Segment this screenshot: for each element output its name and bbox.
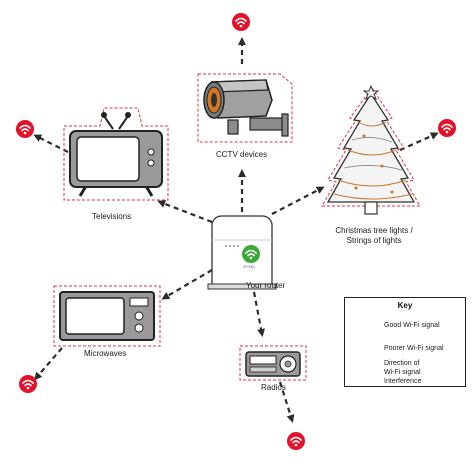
arrow-tv-to-signal	[33, 134, 69, 153]
wifi-good-icon	[241, 244, 261, 264]
key-interference-label: Interference	[384, 378, 422, 385]
wifi-poor-icon	[15, 119, 35, 139]
arrow-router-to-tree	[271, 186, 325, 215]
key-title: Key	[397, 301, 413, 310]
label-christmas-line1: Christmas tree lights /	[335, 226, 413, 235]
key-good-label: Good Wi-Fi signal	[384, 322, 440, 329]
legend-key: Key Good Wi-Fi signal Poorer Wi-Fi signa…	[344, 297, 466, 387]
label-christmas-line2: Strings of lights	[346, 236, 402, 245]
wifi-poor-icon	[231, 12, 251, 32]
key-poor-label: Poorer Wi-Fi signal	[384, 345, 444, 352]
wifi-poor-icon	[18, 374, 38, 394]
arrow-microwave-to-signal	[34, 347, 63, 381]
arrow-router-to-tv	[157, 200, 213, 224]
key-direction-line2: Wi-Fi signal	[384, 369, 421, 376]
router-icon	[207, 215, 277, 290]
microwave-icon	[53, 285, 161, 347]
label-radios: Radios	[261, 383, 286, 392]
key-direction-label: Direction of Wi-Fi signal	[384, 359, 421, 377]
key-direction-line1: Direction of	[384, 360, 420, 367]
label-christmas: Christmas tree lights / Strings of light…	[326, 226, 422, 246]
signal-arrows	[33, 37, 439, 423]
label-microwaves: Microwaves	[84, 349, 127, 358]
label-cctv: CCTV devices	[216, 150, 268, 159]
arrow-radio-to-signal	[278, 381, 295, 423]
arrow-tree-to-signal	[399, 132, 439, 152]
cctv-camera-icon	[197, 73, 293, 143]
radio-icon	[239, 345, 307, 381]
arrow-router-to-microwave	[161, 269, 213, 300]
christmas-tree-icon	[321, 84, 421, 215]
wifi-poor-icon	[437, 118, 457, 138]
wifi-poor-icon	[286, 431, 306, 451]
label-televisions: Televisions	[92, 212, 132, 221]
television-icon	[63, 107, 169, 201]
router-brand: ZYXEL	[243, 264, 256, 269]
label-router: Your router	[246, 281, 286, 290]
arrow-router-to-radio	[252, 291, 265, 337]
